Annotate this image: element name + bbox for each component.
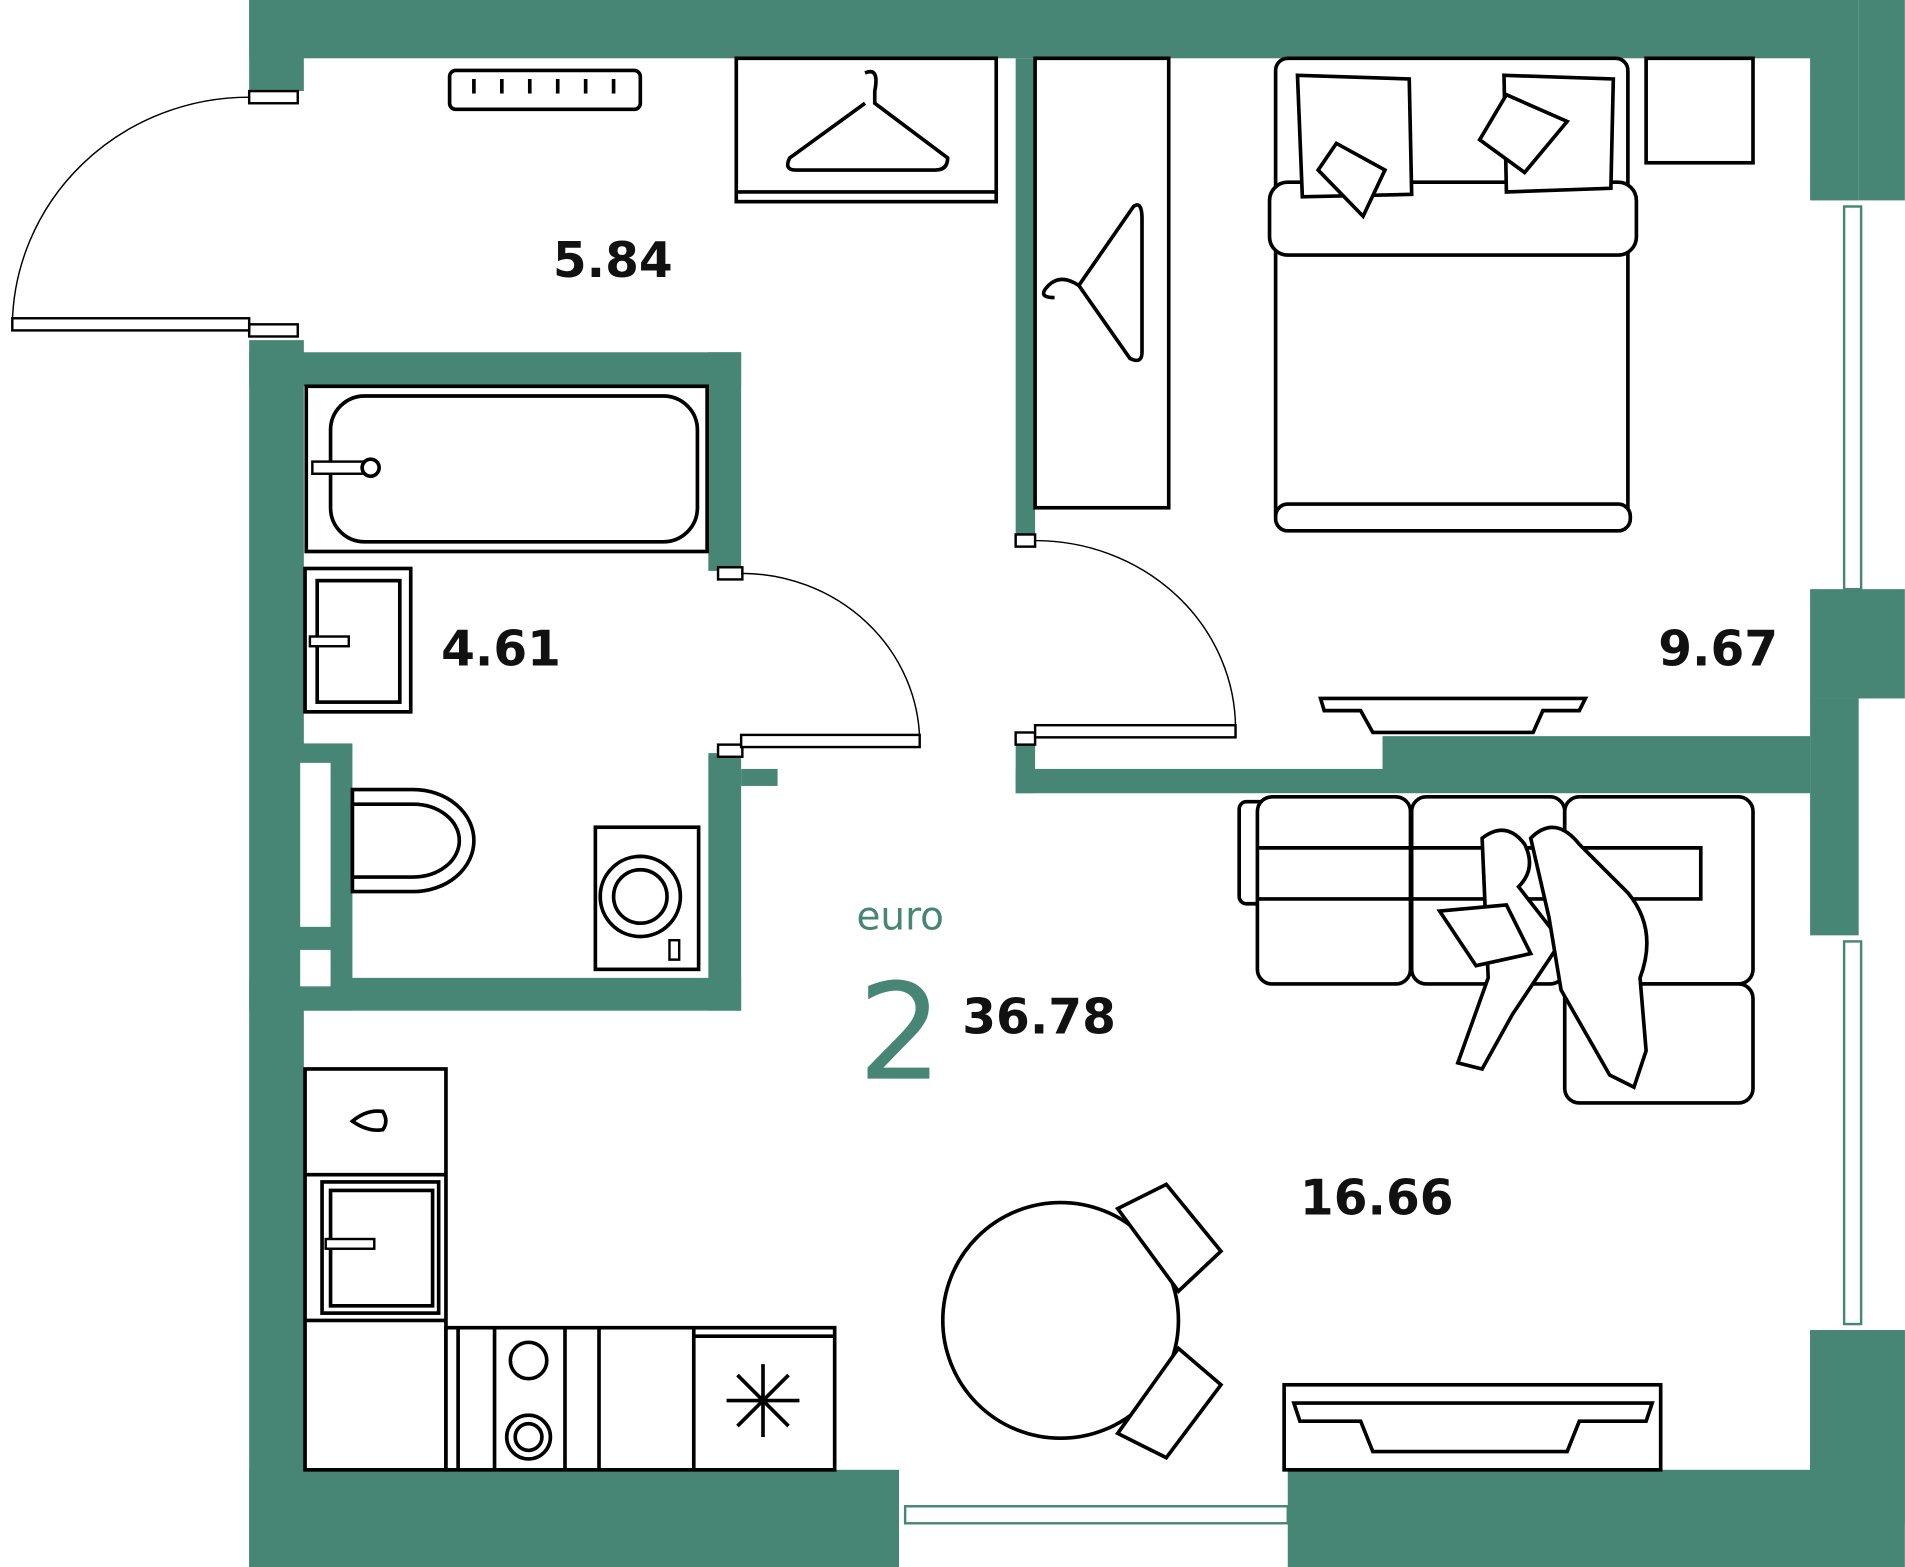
apartment-type-label: euro — [857, 894, 944, 939]
bedroom-furniture — [1267, 56, 1755, 735]
bathroom-fixtures — [303, 384, 709, 972]
area-bedroom: 9.67 — [1658, 622, 1778, 678]
rooms-count: 2 — [858, 955, 943, 1111]
windows — [903, 205, 1863, 1525]
walls — [249, 0, 1905, 1567]
total-area: 36.78 — [962, 990, 1116, 1046]
entrance-door — [11, 89, 299, 338]
area-hallway: 5.84 — [553, 233, 673, 289]
area-kitchen-living: 16.66 — [1300, 1171, 1454, 1227]
kitchen-furniture — [303, 1067, 837, 1472]
hallway-furniture — [447, 56, 1171, 510]
bathroom-door — [716, 566, 921, 758]
area-bathroom: 4.61 — [441, 622, 561, 678]
living-furniture — [940, 795, 1755, 1472]
bedroom-door — [1014, 533, 1237, 746]
